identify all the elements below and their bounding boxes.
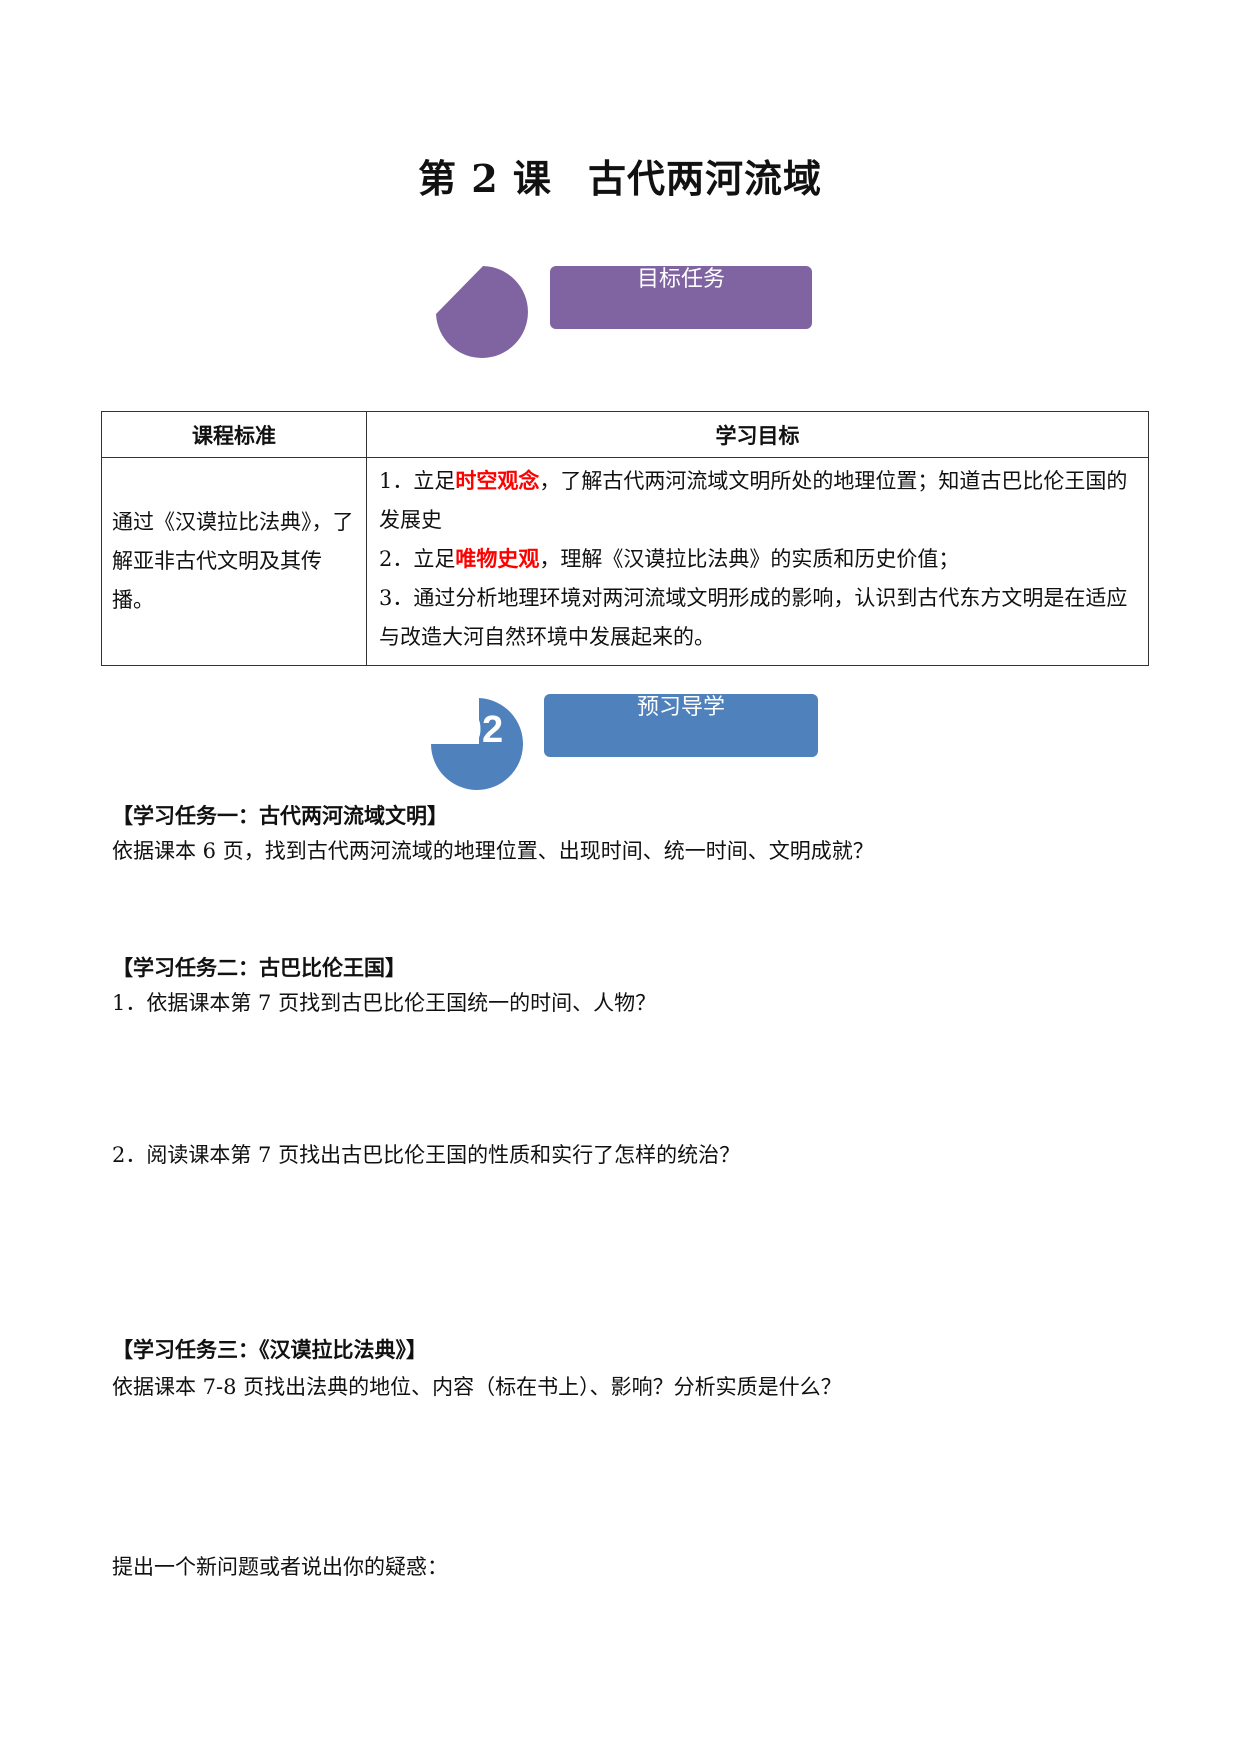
task2-heading: 【学习任务二：古巴比伦王国】 — [112, 956, 406, 980]
section-header-goals: 目标任务 — [0, 266, 1240, 362]
section-label-box: 目标任务 — [550, 266, 812, 329]
standard-cell: 通过《汉谟拉比法典》，了解亚非古代文明及其传播。 — [101, 457, 367, 666]
task3-heading: 【学习任务三：《汉谟拉比法典》】 — [112, 1338, 427, 1362]
lesson-name: 古代两河流域 — [587, 156, 822, 201]
header-objectives: 学习目标 — [366, 411, 1149, 458]
task3-question: 依据课本 7-8 页找出法典的地位、内容（标在书上）、影响？分析实质是什么？ — [112, 1375, 842, 1399]
page-title: 第 2 课古代两河流域 — [0, 148, 1240, 203]
task2-question-1: 1．依据课本第 7 页找到古巴比伦王国统一的时间、人物？ — [112, 991, 657, 1015]
objective-item-1: 1．立足时空观念，了解古代两河流域文明所处的地理位置；知道古巴比伦王国的发展史 — [379, 469, 1128, 532]
objectives-cell: 1．立足时空观念，了解古代两河流域文明所处的地理位置；知道古巴比伦王国的发展史 … — [366, 457, 1149, 666]
section-label-box: 预习导学 — [544, 694, 818, 757]
section-badge-shape: 02 — [431, 698, 523, 790]
task1-question: 依据课本 6 页，找到古代两河流域的地理位置、出现时间、统一时间、文明成就？ — [112, 839, 874, 863]
section-badge-shape — [436, 266, 528, 358]
objective-item-2: 2．立足唯物史观，理解《汉谟拉比法典》的实质和历史价值； — [379, 547, 960, 571]
objective-item-3: 3．通过分析地理环境对两河流域文明形成的影响，认识到古代东方文明是在适应与改造大… — [379, 586, 1128, 649]
task1-heading: 【学习任务一：古代两河流域文明】 — [112, 804, 448, 828]
highlight-keyword: 时空观念 — [455, 469, 540, 493]
lesson-number: 第 2 课 — [418, 156, 552, 201]
table-row: 通过《汉谟拉比法典》，了解亚非古代文明及其传播。 1．立足时空观念，了解古代两河… — [101, 457, 1149, 666]
goals-table: 课程标准 学习目标 通过《汉谟拉比法典》，了解亚非古代文明及其传播。 1．立足时… — [101, 411, 1149, 666]
header-standard: 课程标准 — [101, 411, 367, 458]
highlight-keyword: 唯物史观 — [455, 547, 540, 571]
section-number: 02 — [461, 709, 503, 751]
table-header-row: 课程标准 学习目标 — [101, 411, 1149, 458]
final-prompt: 提出一个新问题或者说出你的疑惑： — [112, 1555, 448, 1579]
section-header-preview: 02 预习导学 — [0, 694, 1240, 790]
task2-question-2: 2．阅读课本第 7 页找出古巴比伦王国的性质和实行了怎样的统治？ — [112, 1143, 741, 1167]
